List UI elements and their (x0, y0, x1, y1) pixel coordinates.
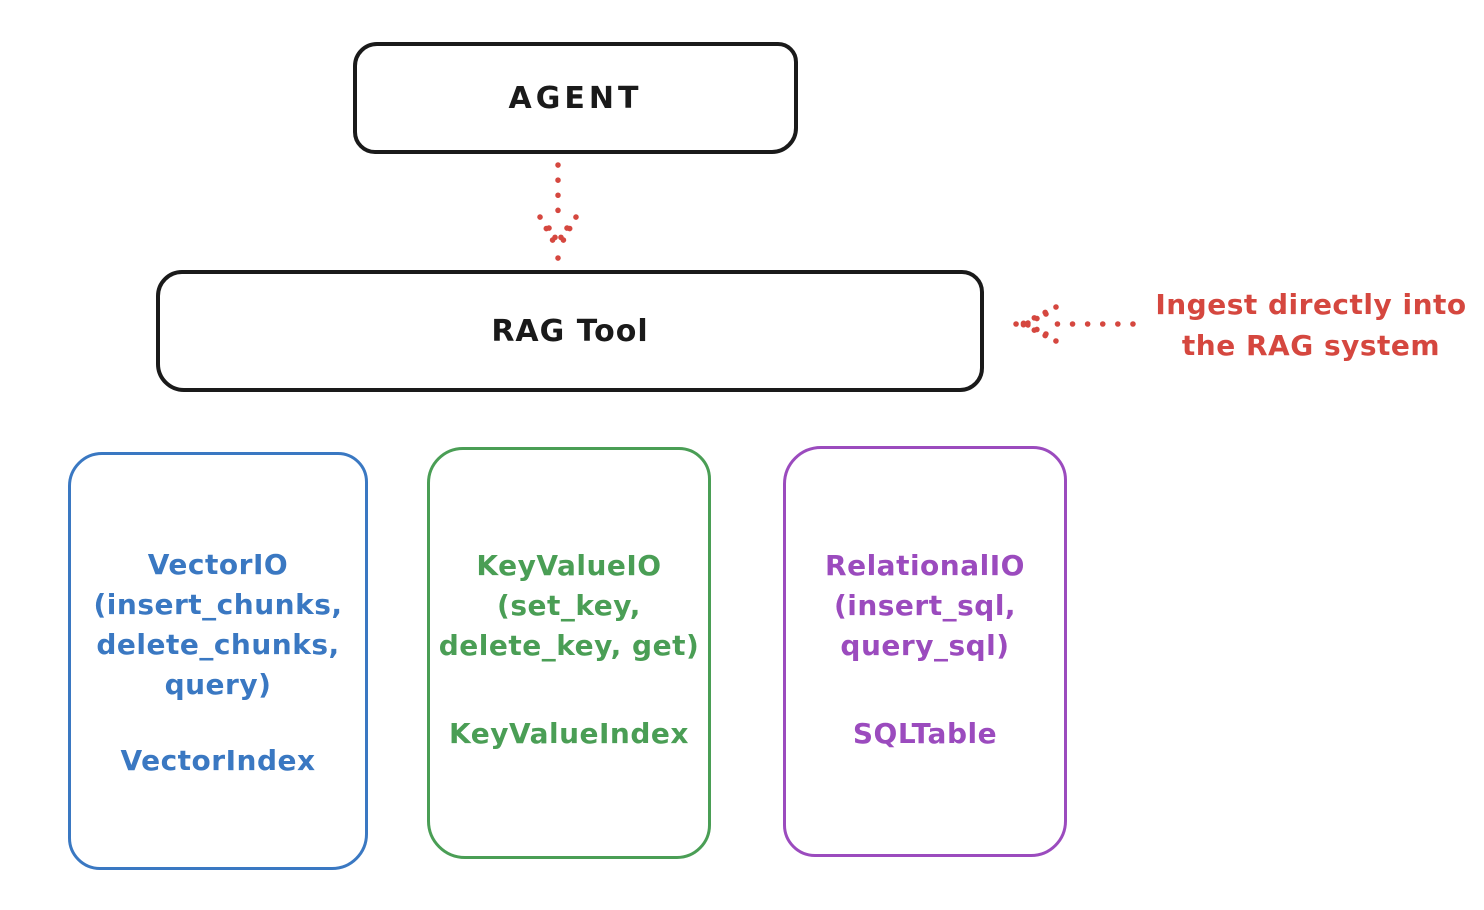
rag-tool-label: RAG Tool (491, 313, 649, 349)
rag-tool-box: RAG Tool (156, 270, 984, 392)
dotted-down-arrow-icon (537, 162, 579, 261)
backend-description: RelationalIO (insert_sql, query_sql) (786, 546, 1064, 666)
backend-index-label: SQLTable (852, 717, 998, 750)
dotted-left-arrow-icon (1013, 304, 1136, 344)
annotation-text: Ingest directly into the RAG system (1138, 284, 1484, 366)
backend-index-label: KeyValueIndex (449, 717, 689, 750)
backend-description: KeyValueIO (set_key, delete_key, get) (430, 546, 708, 666)
backend-line: query) (164, 668, 272, 701)
backend-line: delete_key, get) (438, 629, 700, 662)
backend-line: (insert_sql, (833, 589, 1017, 622)
backend-line: (insert_chunks, (93, 588, 343, 621)
backend-box-keyvalue-io: KeyValueIO (set_key, delete_key, get) Ke… (427, 447, 711, 859)
backend-line: delete_chunks, (96, 628, 340, 661)
agent-box: AGENT (353, 42, 798, 154)
backend-box-relational-io: RelationalIO (insert_sql, query_sql) SQL… (783, 446, 1067, 857)
annotation-line-1: Ingest directly into (1155, 288, 1467, 321)
backend-line: KeyValueIO (476, 549, 662, 582)
backend-index-label: VectorIndex (120, 744, 316, 777)
annotation-line-2: the RAG system (1181, 329, 1441, 362)
backend-line: VectorIO (147, 548, 289, 581)
backend-box-vector-io: VectorIO (insert_chunks, delete_chunks, … (68, 452, 368, 870)
backend-description: VectorIO (insert_chunks, delete_chunks, … (71, 545, 365, 705)
agent-label: AGENT (508, 80, 643, 116)
backend-line: query_sql) (840, 629, 1010, 662)
backend-line: (set_key, (497, 589, 641, 622)
backend-line: RelationalIO (825, 549, 1025, 582)
